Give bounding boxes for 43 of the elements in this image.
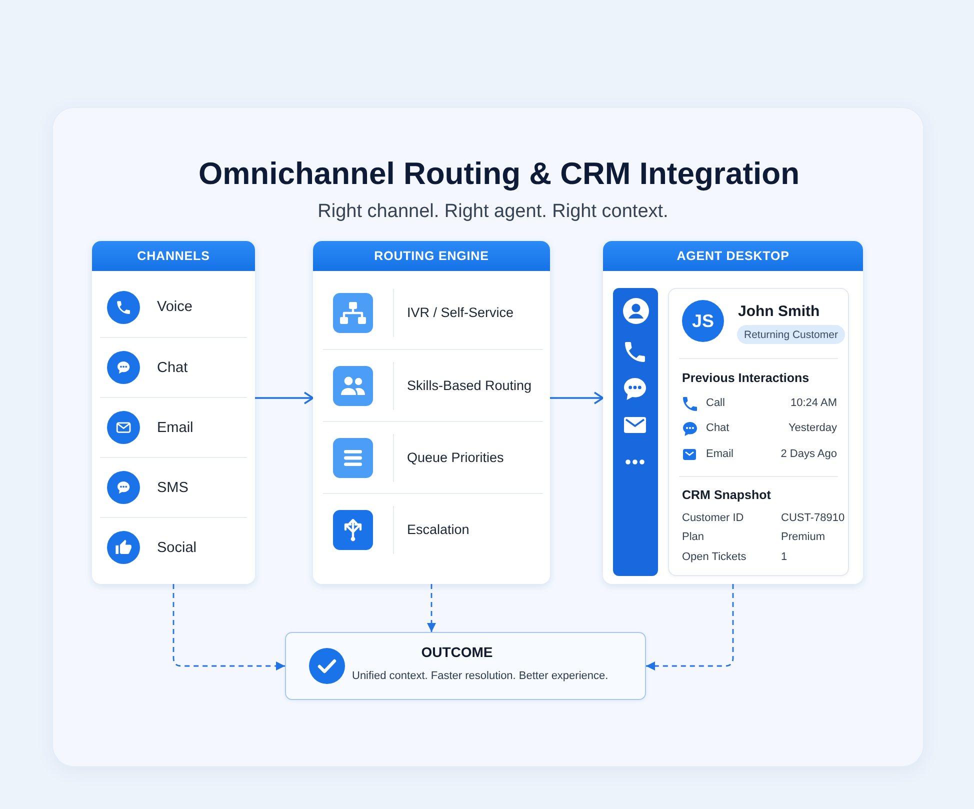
table-value: 2 Days Ago — [780, 447, 837, 461]
item-label: Chat — [157, 358, 188, 376]
panel — [92, 241, 255, 584]
outcome-heading: OUTCOME — [421, 643, 493, 661]
arrow — [550, 392, 604, 404]
table-value: Yesterday — [788, 421, 837, 435]
table-label: Chat — [706, 421, 730, 435]
table-value: 1 — [781, 550, 788, 564]
item-label: IVR / Self-Service — [407, 304, 514, 322]
outcome-text: Unified context. Faster resolution. Better experience. — [352, 669, 608, 684]
arrow — [255, 392, 314, 404]
table-value: Premium — [781, 530, 826, 544]
panel — [313, 241, 550, 584]
item-label: Skills-Based Routing — [407, 376, 532, 394]
dashed-arrow — [427, 584, 436, 632]
customer-card — [668, 288, 849, 576]
item-label: Voice — [157, 298, 192, 316]
section-heading: CRM Snapshot — [682, 487, 771, 504]
outcome-box — [285, 632, 646, 700]
dashed-arrow — [646, 584, 734, 670]
item-label: Social — [157, 538, 196, 556]
table-value: 10:24 AM — [790, 396, 837, 410]
item-label: Queue Priorities — [407, 448, 504, 466]
subtitle: Right channel. Right agent. Right context. — [318, 201, 668, 223]
item-label: Email — [157, 418, 194, 436]
table-value: CUST-78910 — [781, 511, 845, 525]
section-heading: Previous Interactions — [682, 370, 810, 386]
status-tag: Returning Customer — [737, 325, 845, 344]
item-label: Escalation — [407, 520, 470, 538]
table-label: Customer ID — [682, 511, 744, 525]
table-label: Call — [706, 396, 725, 410]
table-label: Email — [706, 447, 734, 461]
panel-header: AGENT DESKTOP — [603, 241, 863, 271]
panel-header: ROUTING ENGINE — [313, 241, 550, 271]
item-label: SMS — [157, 478, 188, 496]
panel — [603, 241, 863, 584]
dashed-arrow — [172, 584, 285, 670]
table-label: Plan — [682, 530, 704, 544]
panel-header: CHANNELS — [92, 241, 255, 271]
customer-name: John Smith — [738, 302, 820, 321]
table-label: Open Tickets — [682, 550, 746, 564]
title: Omnichannel Routing & CRM Integration — [198, 155, 800, 193]
avatar: JS — [682, 300, 724, 342]
